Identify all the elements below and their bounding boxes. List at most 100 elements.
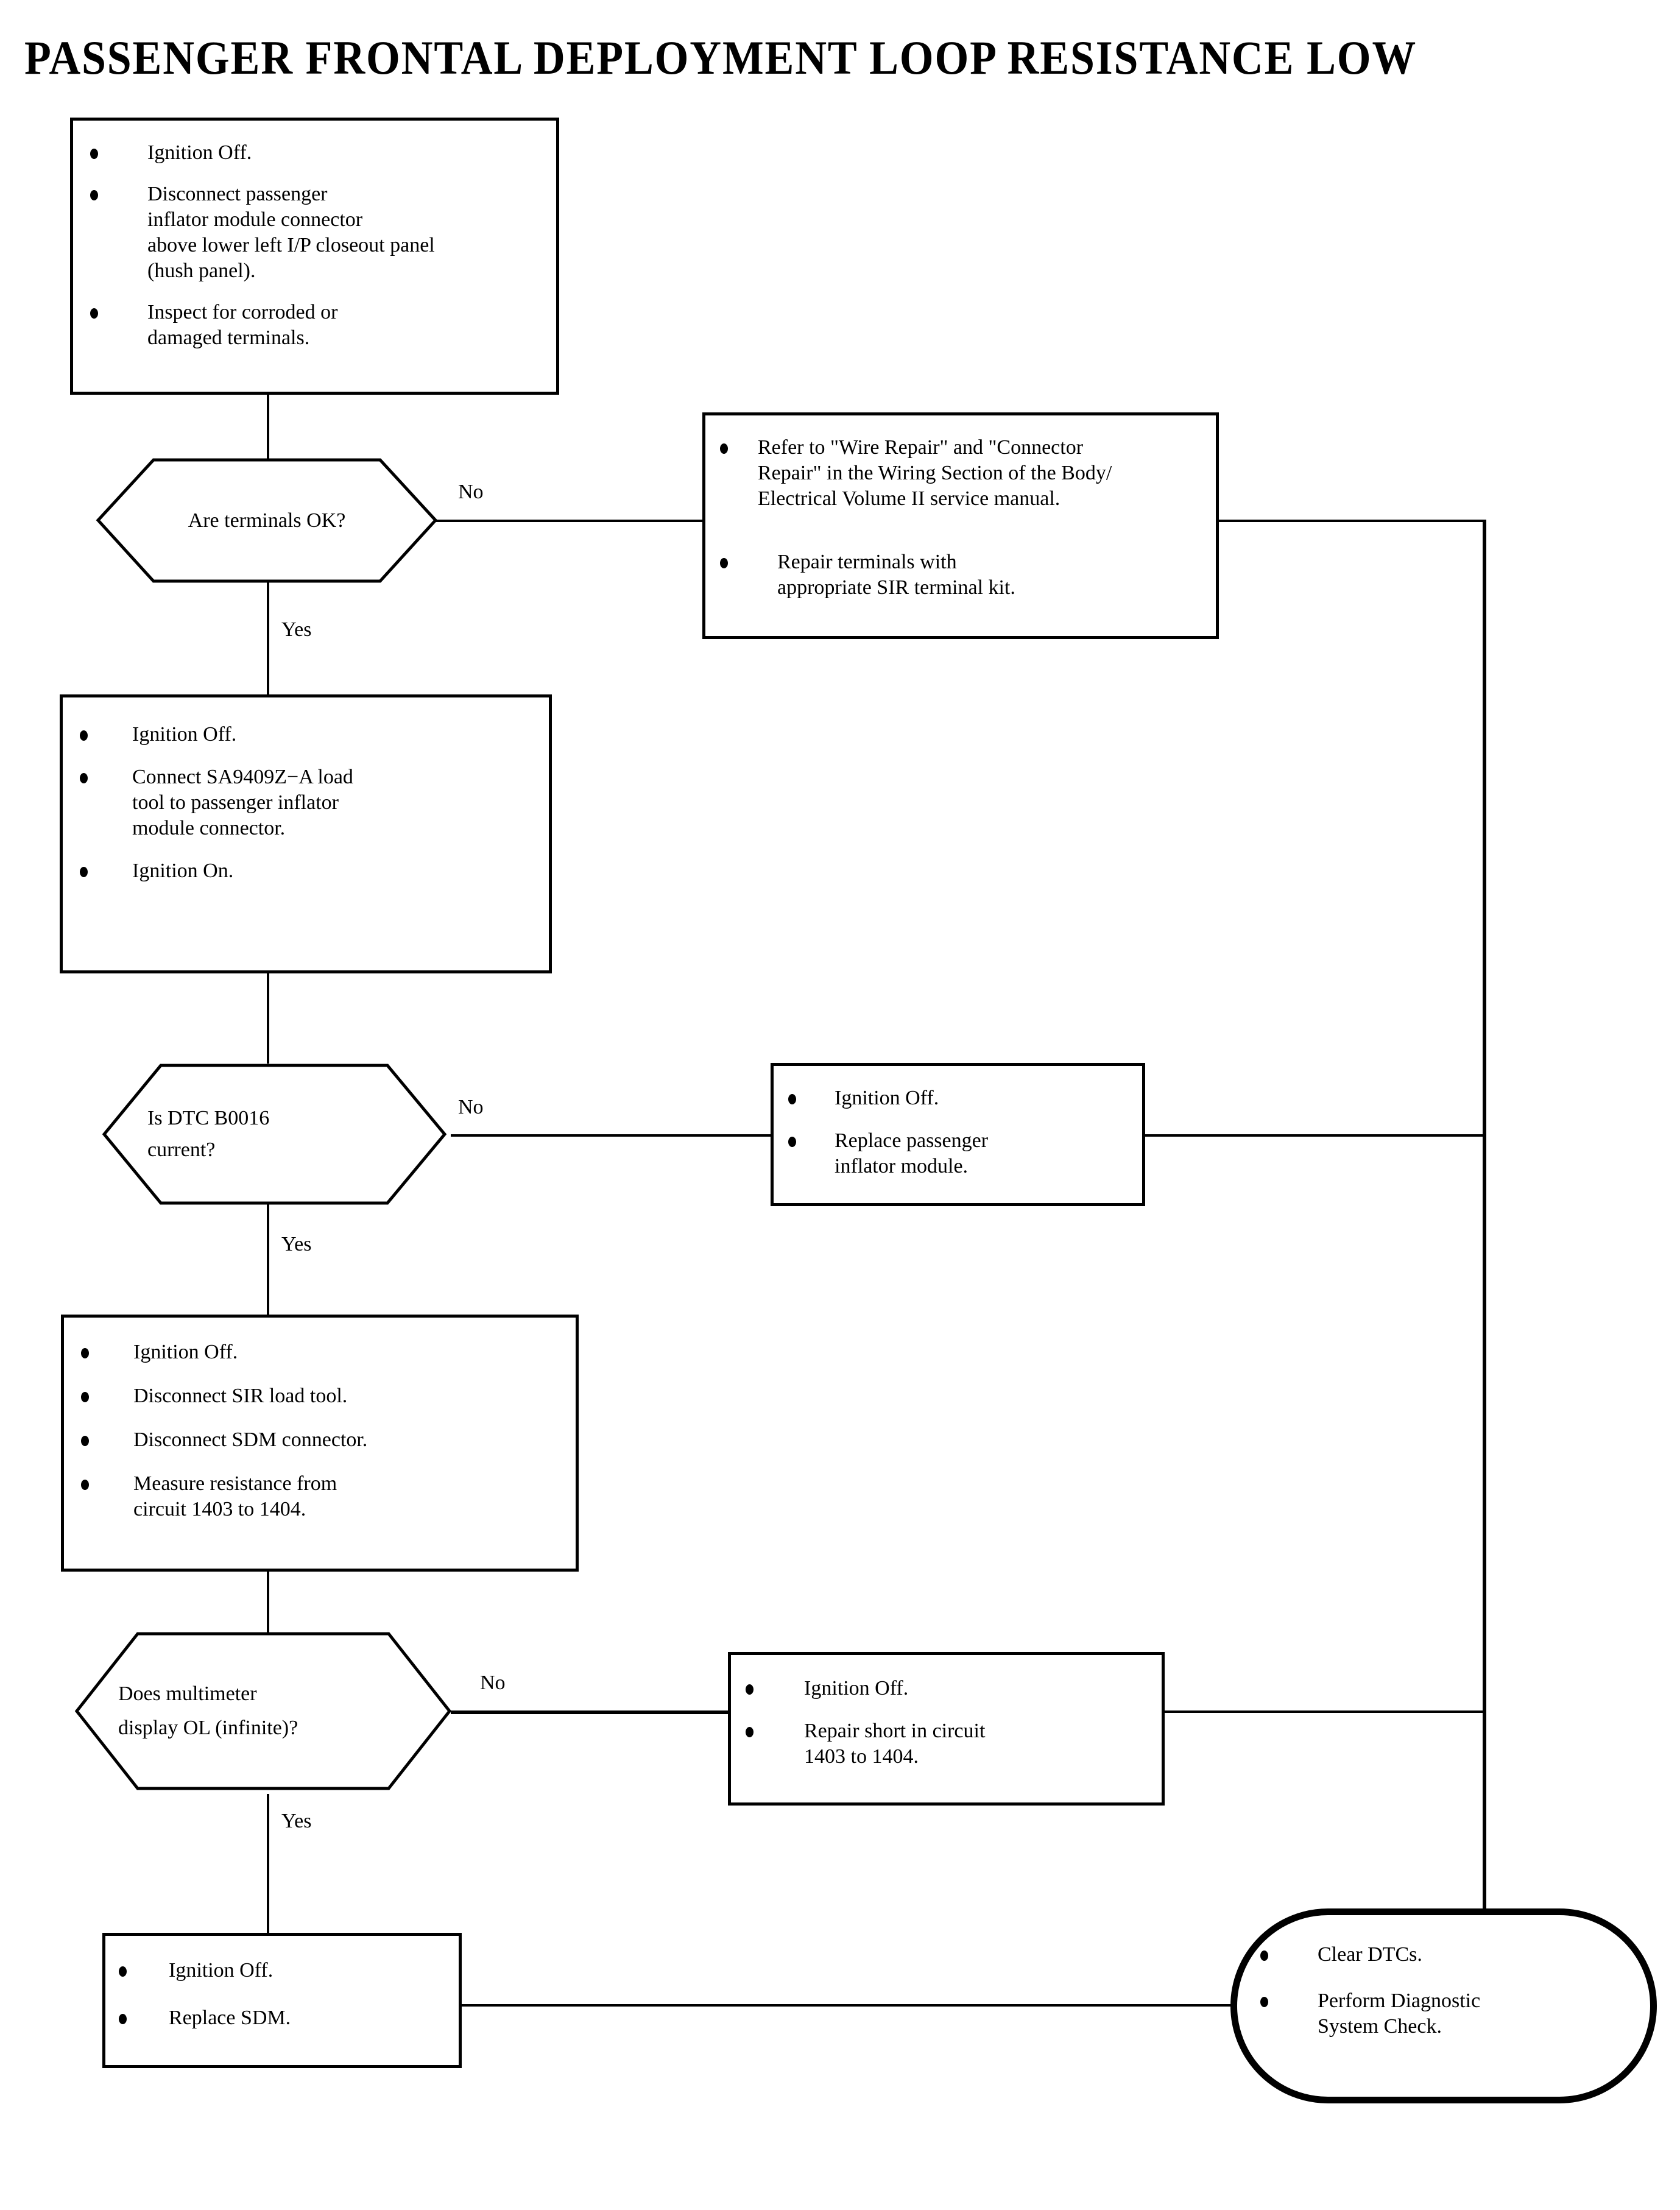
connector-replace-sdm-to-terminal [462, 2004, 1232, 2007]
process-node-replace-sdm: Ignition Off. Replace SDM. [102, 1933, 462, 2068]
repair-terminals-list: Refer to "Wire Repair" and "Connector Re… [720, 435, 1216, 601]
bullet-icon [80, 730, 88, 741]
connector-decision1-no [419, 520, 702, 522]
connector-step3-to-decision3 [267, 1572, 269, 1633]
list-item-text: Ignition Off. [835, 1087, 939, 1109]
bullet-icon [788, 1094, 796, 1105]
repair-short-list: Ignition Off. Repair short in circuit 14… [746, 1676, 1162, 1770]
list-item-text: Ignition Off. [132, 723, 237, 746]
list-item-text: Disconnect SIR load tool. [133, 1385, 348, 1407]
list-item: Disconnect SDM connector. [81, 1427, 576, 1453]
bullet-icon [81, 1392, 89, 1403]
list-item: Repair short in circuit 1403 to 1404. [746, 1718, 1162, 1770]
edge-label-yes-1: Yes [281, 618, 312, 641]
list-item: Disconnect passenger inflator module con… [90, 182, 556, 284]
list-item: Ignition Off. [746, 1676, 1162, 1701]
list-item-text: Replace SDM. [169, 2007, 291, 2029]
replace-inflator-list: Ignition Off. Replace passenger inflator… [788, 1086, 1142, 1179]
list-item-text: Connect SA9409Z−A load tool to passenger… [132, 766, 353, 839]
decision-label-wrap: Is DTC B0016 current? [102, 1064, 492, 1205]
list-item: Ignition On. [80, 858, 549, 884]
step2-list: Ignition Off. Connect SA9409Z−A load too… [80, 722, 549, 884]
connector-right-bus [1483, 520, 1486, 1911]
list-item: Replace passenger inflator module. [788, 1128, 1142, 1179]
bullet-icon [81, 1436, 89, 1447]
decision-node-does-multimeter-display-ol: Does multimeter display OL (infinite)? [74, 1631, 452, 1791]
bullet-icon [80, 773, 88, 784]
hexagon-shape [96, 458, 438, 583]
list-item: Ignition Off. [788, 1086, 1142, 1111]
list-item-text: Ignition Off. [133, 1341, 238, 1363]
bullet-icon [119, 2014, 127, 2025]
bullet-icon [90, 308, 98, 319]
decision-label-wrap: Does multimeter display OL (infinite)? [74, 1631, 496, 1791]
list-item-text: Ignition On. [132, 860, 234, 882]
list-item: Refer to "Wire Repair" and "Connector Re… [720, 435, 1216, 512]
terminator-node-clear-dtcs: Clear DTCs. Perform Diagnostic System Ch… [1230, 1908, 1657, 2103]
decision-label-line: Is DTC B0016 [147, 1107, 270, 1129]
list-item-text: Ignition Off. [147, 141, 252, 164]
bullet-icon [119, 1966, 127, 1977]
list-item-text: Measure resistance from circuit 1403 to … [133, 1472, 337, 1520]
connector-replace-inflator-to-bus [1143, 1134, 1486, 1137]
bullet-icon [720, 443, 728, 454]
decision-label-line: Does multimeter [118, 1682, 257, 1705]
list-item: Disconnect SIR load tool. [81, 1383, 576, 1409]
list-item-text: Disconnect SDM connector. [133, 1428, 368, 1451]
decision-label-line: display OL (infinite)? [118, 1717, 298, 1739]
connector-decision2-yes [267, 1203, 269, 1315]
list-item-text: Repair terminals with appropriate SIR te… [777, 551, 1015, 599]
edge-label-no-1: No [458, 481, 484, 503]
hexagon-shape [102, 1064, 447, 1205]
bullet-icon [81, 1480, 89, 1491]
connector-step2-to-decision2 [267, 973, 269, 1064]
list-item: Ignition Off. [119, 1958, 459, 1983]
list-item: Connect SA9409Z−A load tool to passenger… [80, 764, 549, 841]
decision-node-are-terminals-ok: Are terminals OK? [96, 458, 438, 583]
page-title: PASSENGER FRONTAL DEPLOYMENT LOOP RESIST… [24, 31, 1417, 84]
list-item-text: Ignition Off. [804, 1677, 909, 1700]
bullet-icon [788, 1137, 796, 1148]
list-item-text: Refer to "Wire Repair" and "Connector Re… [758, 436, 1112, 510]
connector-step1-to-decision1 [267, 395, 269, 461]
step1-list: Ignition Off. Disconnect passenger infla… [90, 140, 556, 351]
connector-decision2-no [451, 1134, 771, 1137]
process-node-step1: Ignition Off. Disconnect passenger infla… [70, 118, 559, 395]
list-item: Replace SDM. [119, 2005, 459, 2031]
connector-repair-short-to-bus [1165, 1710, 1486, 1713]
list-item: Clear DTCs. [1260, 1942, 1650, 1968]
list-item: Ignition Off. [81, 1340, 576, 1365]
list-item: Inspect for corroded or damaged terminal… [90, 300, 556, 351]
process-node-step3: Ignition Off. Disconnect SIR load tool. … [61, 1315, 579, 1572]
decision-label-wrap: Are terminals OK? [96, 458, 437, 583]
list-item-text: Replace passenger inflator module. [835, 1129, 989, 1177]
list-item-text: Repair short in circuit 1403 to 1404. [804, 1720, 986, 1768]
list-item-text: Disconnect passenger inflator module con… [147, 183, 435, 282]
list-item: Measure resistance from circuit 1403 to … [81, 1471, 576, 1522]
step3-list: Ignition Off. Disconnect SIR load tool. … [81, 1340, 576, 1522]
list-item: Repair terminals with appropriate SIR te… [720, 549, 1216, 601]
list-item-text: Inspect for corroded or damaged terminal… [147, 301, 338, 349]
bullet-icon [81, 1348, 89, 1359]
terminal-list: Clear DTCs. Perform Diagnostic System Ch… [1260, 1942, 1650, 2039]
connector-decision3-yes [267, 1794, 269, 1933]
bullet-icon [720, 558, 728, 569]
decision-label-line: current? [147, 1139, 216, 1161]
list-item-text: Ignition Off. [169, 1959, 274, 1982]
bullet-icon [1260, 1951, 1268, 1961]
edge-label-no-2: No [458, 1096, 484, 1118]
edge-label-yes-3: Yes [281, 1810, 312, 1832]
list-item-text: Perform Diagnostic System Check. [1318, 1989, 1481, 2038]
process-node-repair-terminals: Refer to "Wire Repair" and "Connector Re… [702, 412, 1219, 639]
bullet-icon [746, 1727, 754, 1738]
edge-label-no-3: No [480, 1672, 506, 1694]
list-item: Perform Diagnostic System Check. [1260, 1988, 1650, 2039]
process-node-repair-short: Ignition Off. Repair short in circuit 14… [728, 1652, 1165, 1806]
edge-label-yes-2: Yes [281, 1233, 312, 1255]
decision-node-is-dtc-b0016-current: Is DTC B0016 current? [102, 1064, 447, 1205]
connector-repair-terminals-to-bus [1218, 520, 1486, 522]
bullet-icon [746, 1684, 754, 1695]
list-item-text: Clear DTCs. [1318, 1943, 1422, 1966]
process-node-step2: Ignition Off. Connect SA9409Z−A load too… [60, 694, 552, 973]
